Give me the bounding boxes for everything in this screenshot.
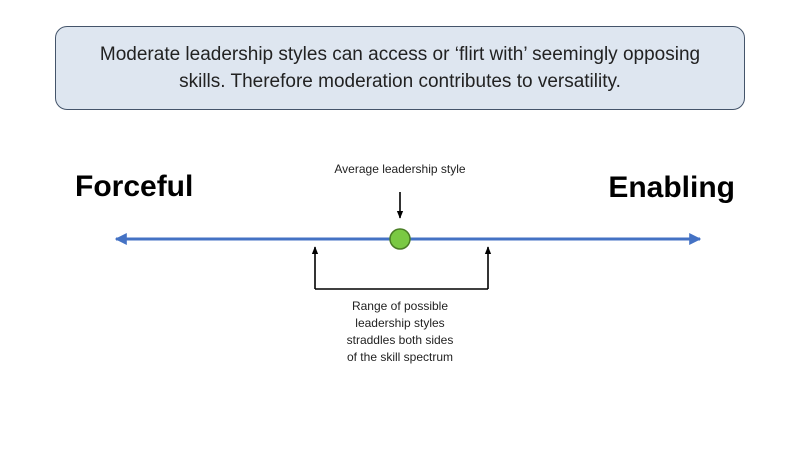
callout-box: Moderate leadership styles can access or… — [55, 26, 745, 110]
forceful-label: Forceful — [75, 170, 194, 203]
callout-text: Moderate leadership styles can access or… — [99, 44, 701, 92]
range-label-line: of the skill spectrum — [346, 350, 454, 364]
range-label-line: leadership styles — [355, 316, 445, 330]
range-label-line: Range of possible — [351, 299, 449, 313]
enabling-label: Enabling — [608, 171, 735, 204]
average-style-label: Average leadership style — [334, 162, 466, 176]
range-label-line: straddles both sides — [346, 333, 454, 347]
average-marker — [389, 228, 411, 250]
range-label: Range of possible leadership styles stra… — [300, 298, 500, 366]
